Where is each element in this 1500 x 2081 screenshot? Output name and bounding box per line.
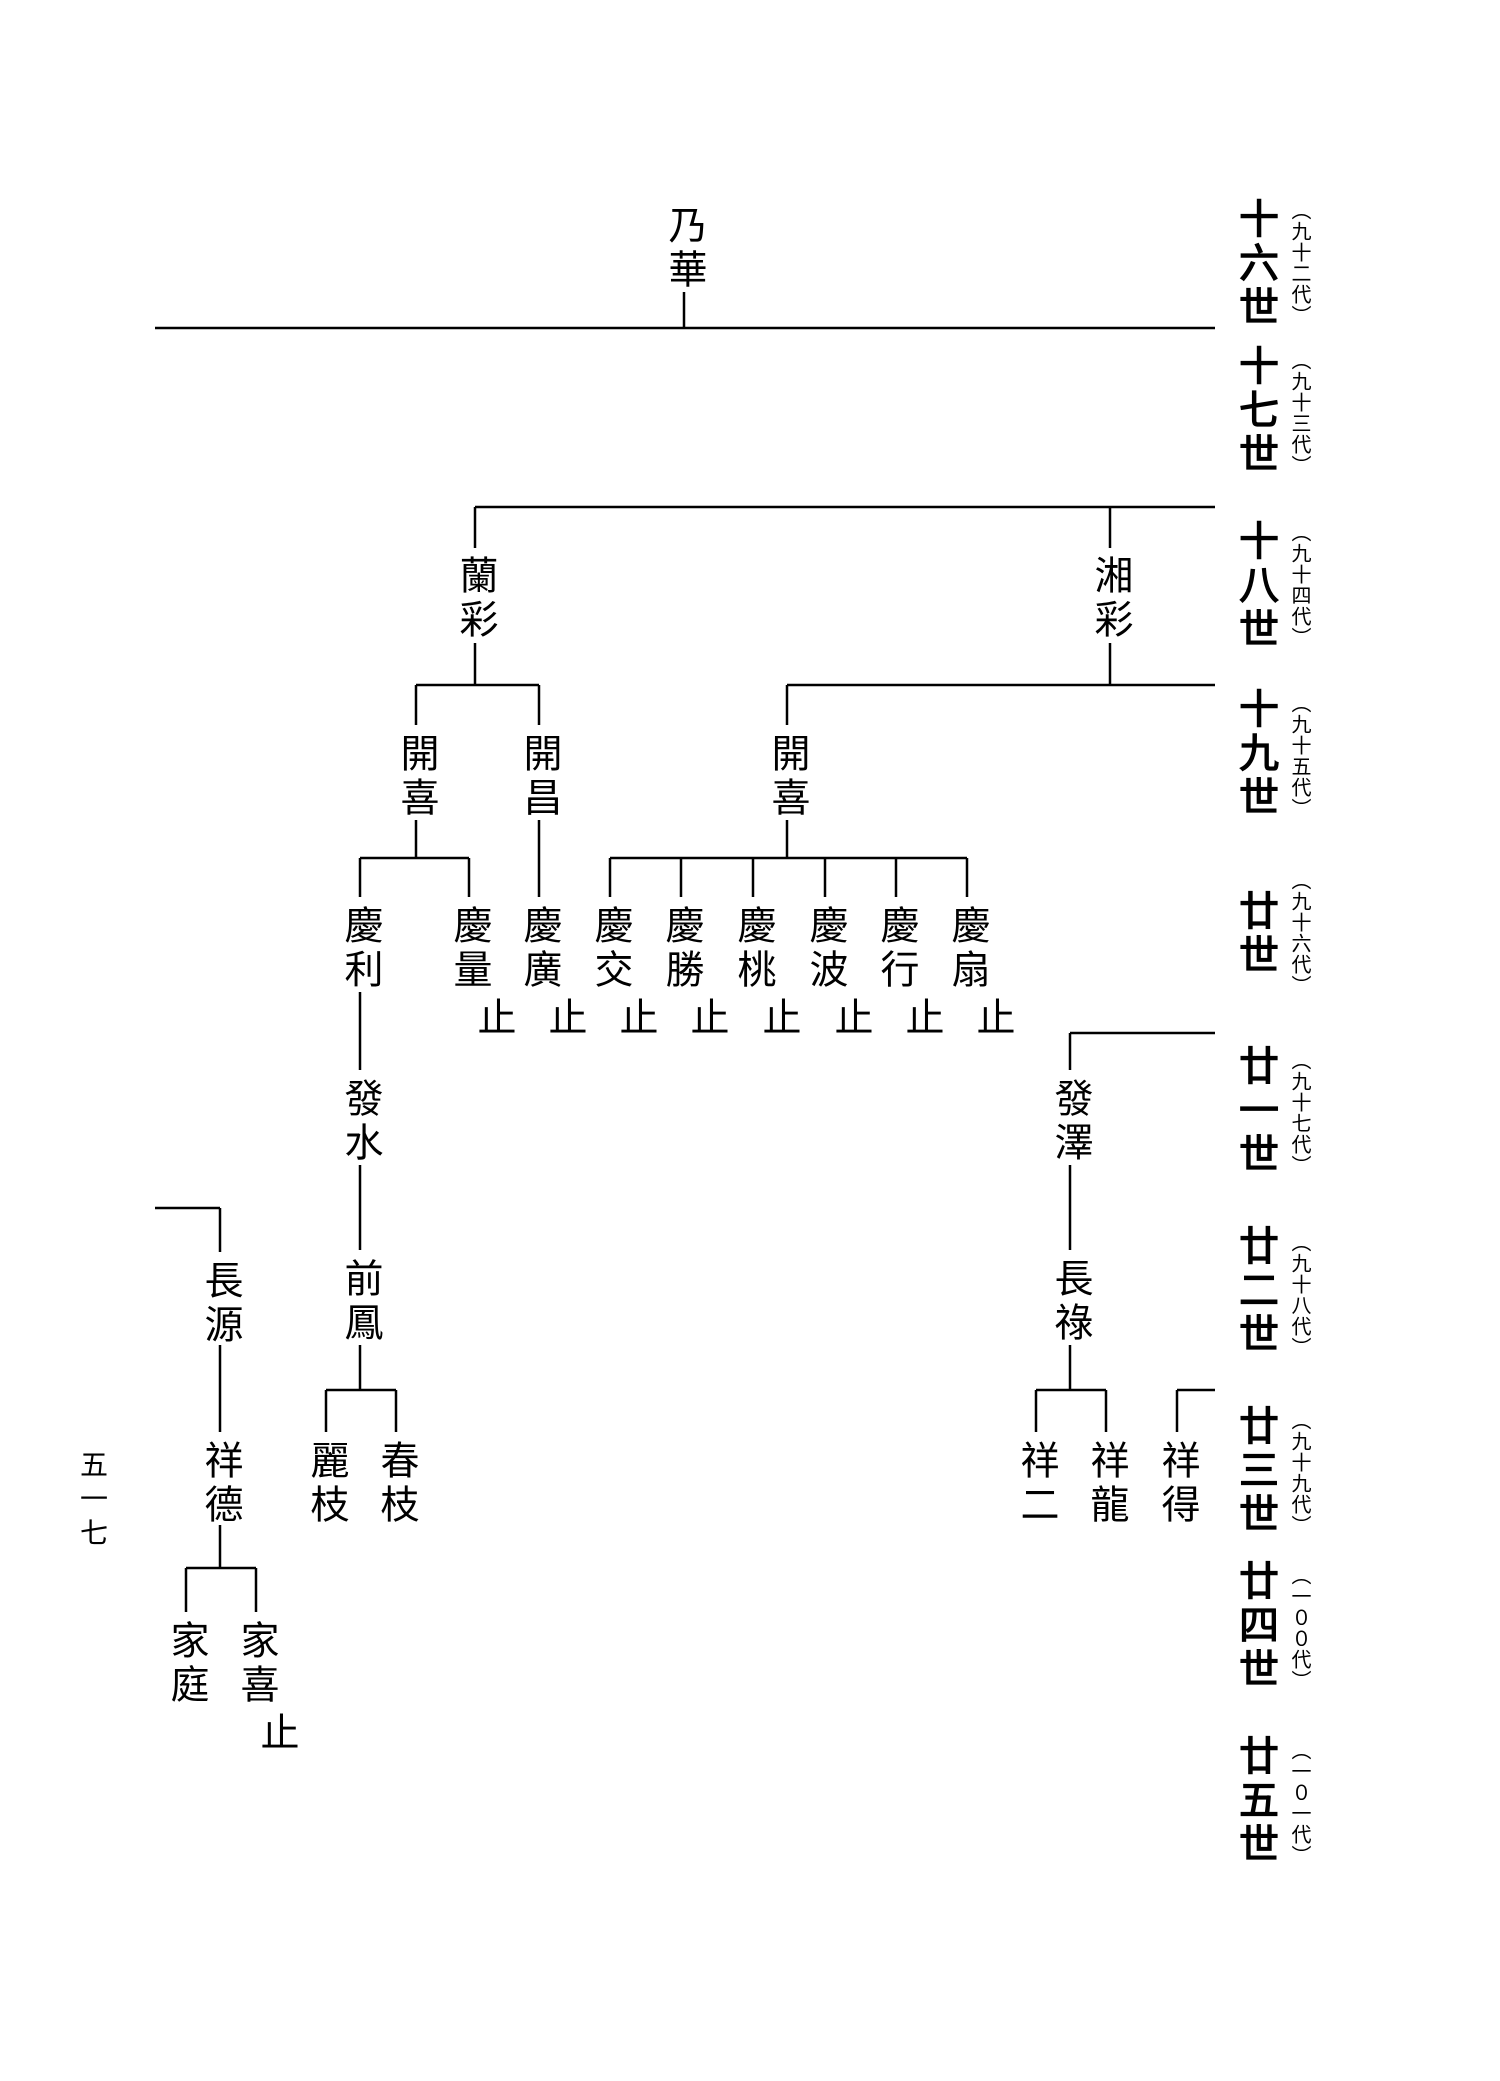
person-fashui: 發水 — [338, 1078, 383, 1166]
stop-mark: 止 — [756, 997, 801, 1041]
gen-label: 廿一世 — [1232, 1045, 1279, 1177]
person-naihua: 乃華 — [662, 205, 707, 293]
gen-label: 十九世 — [1232, 688, 1279, 820]
stop-mark: 止 — [254, 1712, 299, 1756]
stop-mark: 止 — [684, 997, 729, 1041]
person-kaixi-left: 開喜 — [394, 733, 439, 821]
person-qingliang: 慶量 — [447, 905, 492, 993]
gen-dai: （九十六代） — [1288, 870, 1312, 996]
page-number: 五一七 — [76, 1450, 109, 1552]
person-fazhe: 發澤 — [1048, 1078, 1093, 1166]
person-qingsheng: 慶勝 — [659, 905, 704, 993]
stop-mark: 止 — [970, 997, 1015, 1041]
person-jiaxi: 家喜 — [234, 1620, 279, 1708]
gen-label: 廿世 — [1232, 890, 1279, 978]
gen-dai: （九十八代） — [1288, 1232, 1312, 1358]
person-qingguang: 慶廣 — [517, 905, 562, 993]
gen-dai: （九十五代） — [1288, 693, 1312, 819]
gen-dai: （一００代） — [1288, 1565, 1312, 1691]
stop-mark: 止 — [542, 997, 587, 1041]
person-xiangcai: 湘彩 — [1088, 555, 1133, 643]
gen-dai: （九十七代） — [1288, 1050, 1312, 1176]
person-qingli: 慶利 — [338, 905, 383, 993]
gen-label: 廿四世 — [1232, 1560, 1279, 1692]
person-xiangde-right: 祥得 — [1155, 1440, 1200, 1528]
person-jiating: 家庭 — [164, 1620, 209, 1708]
gen-label: 廿五世 — [1232, 1735, 1279, 1867]
person-kaichang: 開昌 — [517, 733, 562, 821]
person-qingshan: 慶扇 — [945, 905, 990, 993]
person-qingtao: 慶桃 — [731, 905, 776, 993]
gen-label: 廿二世 — [1232, 1225, 1279, 1357]
person-qingxing: 慶行 — [874, 905, 919, 993]
person-qianfeng: 前鳳 — [338, 1258, 383, 1346]
gen-label: 十七世 — [1232, 345, 1279, 477]
person-kaixi-right: 開喜 — [765, 733, 810, 821]
stop-mark: 止 — [828, 997, 873, 1041]
person-changyuan: 長源 — [198, 1260, 243, 1348]
person-lancai: 蘭彩 — [453, 555, 498, 643]
gen-dai: （九十二代） — [1288, 200, 1312, 326]
gen-dai: （九十四代） — [1288, 522, 1312, 648]
person-xianger: 祥二 — [1014, 1440, 1059, 1528]
person-changlu: 長祿 — [1048, 1258, 1093, 1346]
stop-mark: 止 — [613, 997, 658, 1041]
person-xiangde-left: 祥德 — [198, 1440, 243, 1528]
gen-dai: （一０一代） — [1288, 1740, 1312, 1866]
gen-dai: （九十三代） — [1288, 350, 1312, 476]
gen-label: 十八世 — [1232, 520, 1279, 652]
person-lizhi: 麗枝 — [304, 1440, 349, 1528]
person-qingbo: 慶波 — [803, 905, 848, 993]
gen-dai: （九十九代） — [1288, 1410, 1312, 1536]
stop-mark: 止 — [899, 997, 944, 1041]
stop-mark: 止 — [471, 997, 516, 1041]
gen-label: 十六世 — [1232, 198, 1279, 330]
gen-label: 廿三世 — [1232, 1405, 1279, 1537]
person-chunzhi: 春枝 — [374, 1440, 419, 1528]
person-qingjiao: 慶交 — [588, 905, 633, 993]
person-xianglong: 祥龍 — [1084, 1440, 1129, 1528]
